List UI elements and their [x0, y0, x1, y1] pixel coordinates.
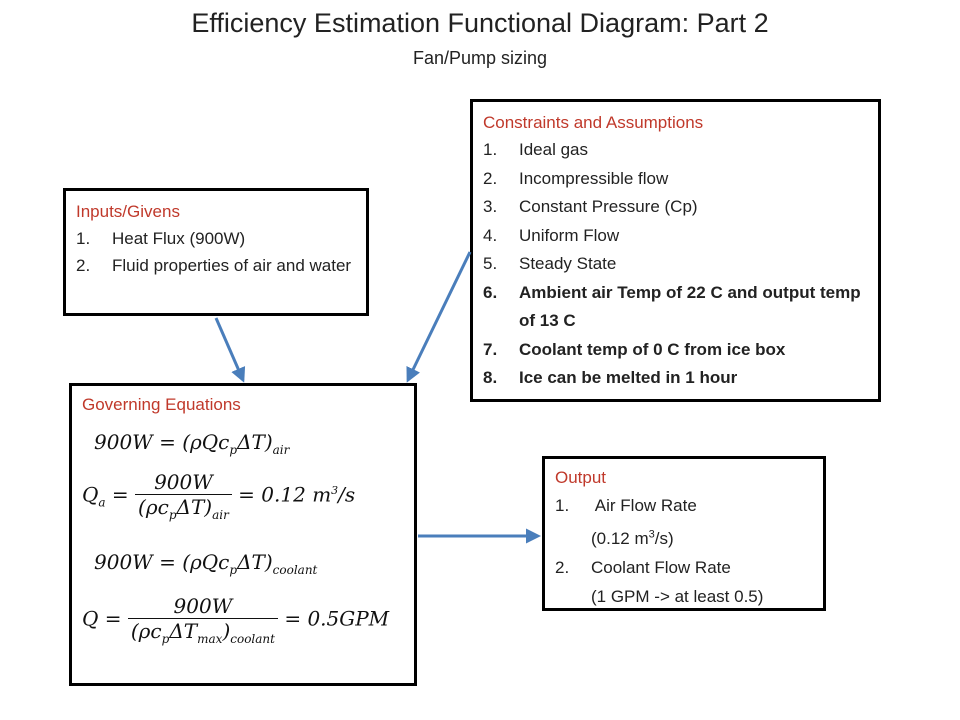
output-box: Output 1. Air Flow Rate (0.12 m3/s) 2. C…	[542, 456, 826, 611]
constraints-item-text: Steady State	[519, 254, 617, 273]
governing-equations-box: Governing Equations 900W = (ρQcpΔT)air Q…	[69, 383, 417, 686]
constraints-list: 1. Ideal gas 2. Incompressible flow 3. Cons…	[483, 136, 868, 393]
equation-heat-air: 900W = (ρQcpΔT)air	[94, 430, 290, 457]
output-title: Output	[555, 468, 607, 487]
inputs-item-text: Fluid properties of air and water	[112, 256, 352, 275]
constraints-item: 2. Incompressible flow	[483, 165, 868, 194]
constraints-item-text: Coolant temp of 0 C from ice box	[519, 339, 786, 359]
arrow-inputs-to-governing	[214, 317, 246, 383]
constraints-item: 1. Ideal gas	[483, 136, 868, 165]
inputs-item: 1. Heat Flux (900W)	[76, 225, 356, 252]
constraints-item-text: Ambient air Temp of 22 C and output temp…	[519, 282, 861, 331]
constraints-box: Constraints and Assumptions 1. Ideal gas …	[470, 99, 881, 402]
diagram-subtitle: Fan/Pump sizing	[412, 48, 548, 68]
constraints-item-text: Incompressible flow	[519, 168, 669, 188]
constraints-item-text: Ideal gas	[519, 140, 588, 159]
constraints-item-number: 7.	[483, 339, 498, 359]
constraints-item: 5. Steady State	[483, 250, 868, 279]
constraints-item-text: Ice can be melted in 1 hour	[519, 368, 738, 387]
output-item-detail: (1 GPM -> at least 0.5)	[591, 586, 764, 606]
output-item-number: 2.	[555, 557, 570, 577]
equation-air-flow: Qa = 900W (ρcpΔT)air = 0.12 m3/s	[82, 470, 356, 522]
constraints-item-number: 1.	[483, 140, 498, 159]
constraints-item: 4. Uniform Flow	[483, 222, 868, 251]
fraction: 900W (ρcpΔTmax)coolant	[127, 594, 278, 646]
output-item-text: Coolant Flow Rate	[591, 557, 731, 577]
inputs-item-number: 2.	[76, 256, 91, 275]
output-item-text: Air Flow Rate	[591, 496, 697, 515]
equation-coolant-flow: Q = 900W (ρcpΔTmax)coolant = 0.5GPM	[82, 594, 390, 646]
constraints-item-number: 3.	[483, 197, 498, 216]
equation-heat-coolant: 900W = (ρQcpΔT)coolant	[94, 550, 318, 577]
fraction: 900W (ρcpΔT)air	[135, 470, 232, 522]
inputs-item: 2. Fluid properties of air and water	[76, 252, 356, 279]
inputs-item-text: Heat Flux (900W)	[112, 229, 246, 248]
constraints-item: 3. Constant Pressure (Cp)	[483, 193, 868, 222]
constraints-item: 7. Coolant temp of 0 C from ice box	[483, 336, 868, 365]
constraints-item-text: Constant Pressure (Cp)	[519, 197, 698, 216]
output-list: 1. Air Flow Rate (0.12 m3/s) 2. Coolant …	[555, 491, 813, 611]
constraints-item: 8. Ice can be melted in 1 hour	[483, 364, 868, 393]
output-item-detail: (0.12 m3/s)	[591, 528, 674, 548]
constraints-title: Constraints and Assumptions	[483, 113, 704, 132]
inputs-box: Inputs/Givens 1. Heat Flux (900W) 2. Flu…	[63, 188, 369, 316]
inputs-item-number: 1.	[76, 229, 91, 248]
inputs-title: Inputs/Givens	[76, 202, 180, 221]
output-item-number: 1.	[555, 496, 570, 515]
constraints-item: 6. Ambient air Temp of 22 C and output te…	[483, 279, 868, 336]
arrow-constraints-to-governing	[406, 251, 472, 383]
constraints-item-number: 5.	[483, 254, 498, 273]
constraints-item-number: 2.	[483, 168, 498, 188]
output-item: 2. Coolant Flow Rate (1 GPM -> at least …	[555, 553, 813, 611]
constraints-item-text: Uniform Flow	[519, 225, 620, 245]
constraints-item-number: 8.	[483, 368, 498, 387]
governing-title: Governing Equations	[82, 395, 241, 414]
output-item: 1. Air Flow Rate (0.12 m3/s)	[555, 491, 813, 553]
diagram-title: Efficiency Estimation Functional Diagram…	[191, 8, 769, 38]
constraints-item-number: 6.	[483, 282, 498, 302]
constraints-item-number: 4.	[483, 225, 498, 245]
inputs-list: 1. Heat Flux (900W) 2. Fluid properties …	[76, 225, 356, 279]
